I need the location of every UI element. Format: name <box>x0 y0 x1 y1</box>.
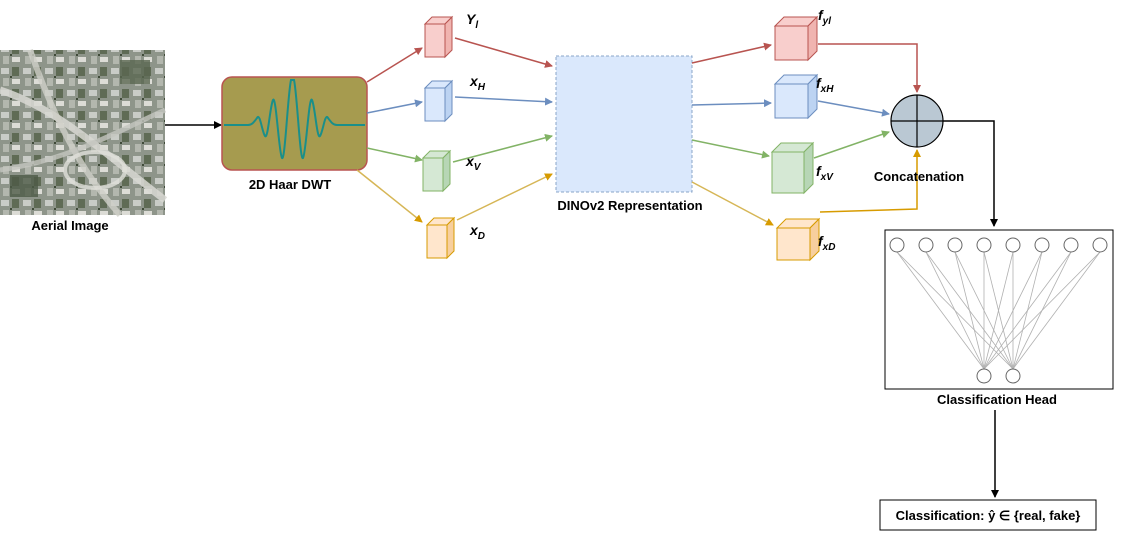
nn-edge <box>1012 251 1072 370</box>
arrow-dinov2-to-fxd <box>691 181 774 226</box>
arrow-concat-to-head <box>943 120 998 227</box>
aerial-image-label: Aerial Image <box>31 218 108 233</box>
subband-cube-xv <box>421 149 452 193</box>
feature-cube-fxh <box>773 73 819 120</box>
subband-label-xv: xV <box>465 153 482 173</box>
dinov2-label: DINOv2 Representation <box>557 198 702 213</box>
nn-edge <box>896 251 1014 370</box>
nn-input-node <box>918 237 934 253</box>
arrow-xh-to-dinov2 <box>454 96 553 106</box>
wavelet-icon <box>224 79 365 160</box>
arrow-yl-to-dinov2 <box>454 37 553 68</box>
arrow-xd-to-dinov2 <box>456 173 553 221</box>
subband-label-xd: xD <box>469 222 485 242</box>
feature-cube-fxv <box>770 141 815 195</box>
arrow-fxh-to-concat <box>817 100 890 117</box>
concatenation-label: Concatenation <box>874 169 964 184</box>
neural-network-connections <box>896 251 1101 370</box>
output-box <box>879 499 1097 531</box>
nn-output-node <box>976 368 992 384</box>
subband-cube-xh <box>423 79 454 123</box>
nn-input-node <box>1063 237 1079 253</box>
arrow-fxd-to-concat <box>819 149 921 213</box>
nn-edge <box>925 251 1014 370</box>
nn-input-node <box>976 237 992 253</box>
nn-edge <box>983 251 1014 370</box>
arrow-dwt-to-xh <box>366 99 423 114</box>
nn-input-node <box>1034 237 1050 253</box>
nn-edge <box>1012 251 1043 370</box>
arrow-dwt-to-xv <box>366 147 423 163</box>
feature-label-fyl: fyl <box>818 7 831 27</box>
nn-input-node <box>1092 237 1108 253</box>
nn-edge <box>954 251 1014 370</box>
arrow-dinov2-to-fxh <box>691 99 772 108</box>
feature-label-fxv: fxV <box>816 163 834 183</box>
arrow-dinov2-to-fyl <box>691 42 772 64</box>
arrow-dwt-to-xd <box>356 169 423 223</box>
feature-cube-fxd <box>775 217 821 262</box>
feature-label-fxh: fxH <box>816 75 834 95</box>
classification-head-label: Classification Head <box>937 392 1057 407</box>
nn-edge <box>896 251 985 370</box>
neural-network-nodes <box>889 237 1108 384</box>
output-label: Classification: ŷ ∈ {real, fake} <box>896 508 1081 523</box>
arrow-fyl-to-concat <box>818 43 921 93</box>
dwt-label: 2D Haar DWT <box>249 177 331 192</box>
feature-cube-fyl <box>773 15 819 62</box>
subband-cube-xd <box>425 216 456 260</box>
dinov2-block <box>555 55 693 193</box>
nn-edge <box>1012 251 1101 370</box>
subband-label-xh: xH <box>469 73 486 93</box>
subband-label-yl: Yl <box>466 11 478 31</box>
dwt-block <box>221 76 368 171</box>
nn-input-node <box>889 237 905 253</box>
aerial-image <box>0 48 168 217</box>
concatenation-node <box>890 94 944 148</box>
arrow-dwt-to-yl <box>366 47 423 83</box>
arrow-fxv-to-concat <box>813 130 890 159</box>
arrow-dinov2-to-fxv <box>691 139 770 159</box>
arrow-xv-to-dinov2 <box>452 133 553 163</box>
nn-input-node <box>947 237 963 253</box>
feature-label-fxd: fxD <box>818 233 835 253</box>
subband-cube-yl <box>423 15 454 59</box>
nn-input-node <box>1005 237 1021 253</box>
nn-output-node <box>1005 368 1021 384</box>
